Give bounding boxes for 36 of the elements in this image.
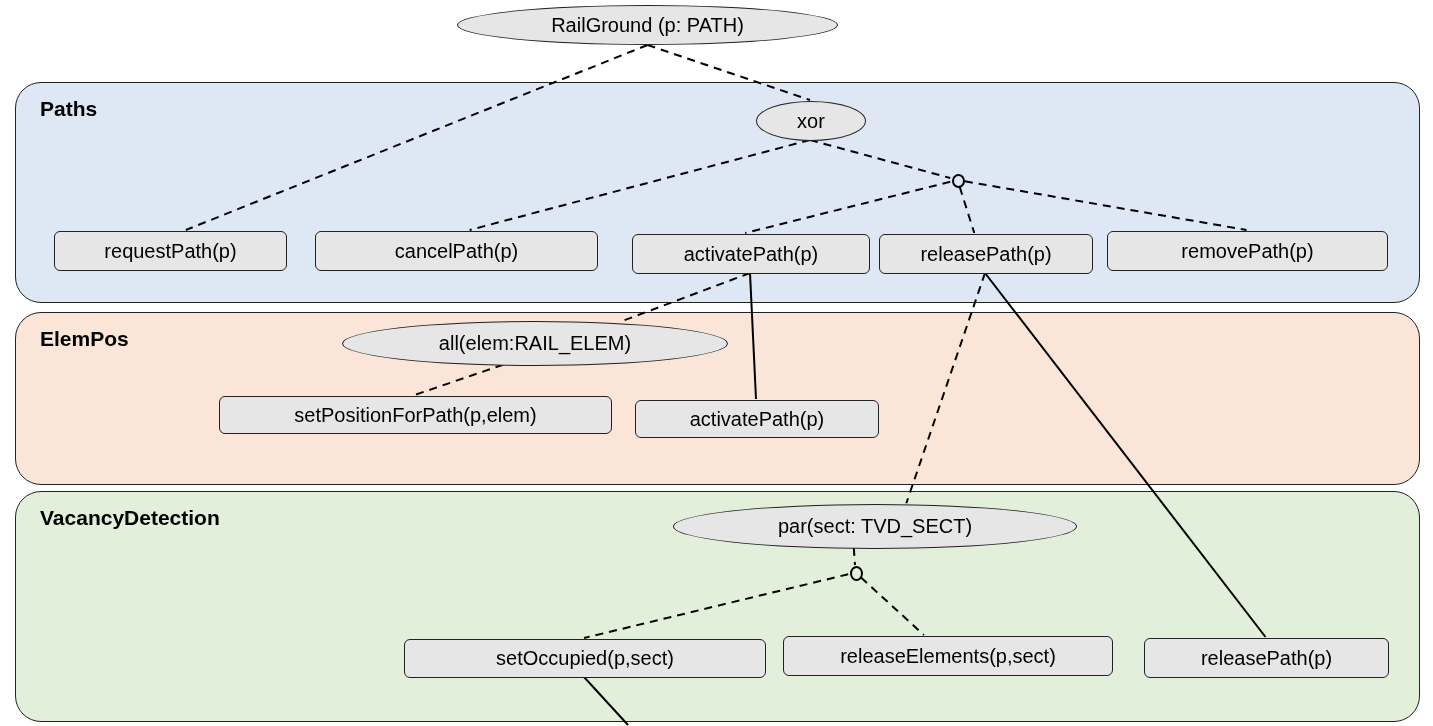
- panel-title: VacancyDetection: [40, 506, 220, 530]
- connector-line: [958, 186, 976, 234]
- action-box: releaseElements(p,sect): [783, 636, 1113, 676]
- action-box: activatePath(p): [635, 400, 879, 438]
- ellipse-node: all(elem:RAIL_ELEM): [342, 321, 728, 366]
- action-box: releasePath(p): [1144, 638, 1389, 678]
- connector-line: [744, 180, 952, 234]
- ellipse-node: xor: [756, 101, 866, 141]
- action-box: setPositionForPath(p,elem): [219, 396, 612, 434]
- connector-line: [852, 546, 856, 566]
- action-box: setOccupied(p,sect): [404, 639, 766, 678]
- junction-circle: [952, 174, 965, 188]
- panel-title: ElemPos: [40, 327, 129, 351]
- swimlane-panel: [15, 312, 1420, 485]
- connector-line: [583, 676, 629, 726]
- connector-line: [468, 139, 811, 231]
- action-box: activatePath(p): [632, 234, 870, 274]
- connector-line: [860, 576, 925, 636]
- action-box: requestPath(p): [54, 231, 287, 271]
- connector-line: [184, 44, 649, 231]
- connector-line: [963, 180, 1248, 231]
- connector-line: [646, 44, 811, 101]
- swimlane-panel: [15, 491, 1420, 722]
- action-box: releasePath(p): [879, 234, 1093, 274]
- ellipse-node: RailGround (p: PATH): [457, 5, 838, 45]
- connector-line: [809, 139, 952, 180]
- ellipse-node: par(sect: TVD_SECT): [673, 504, 1077, 549]
- action-box: removePath(p): [1107, 231, 1388, 271]
- connector-line: [583, 573, 850, 639]
- connector-line: [749, 272, 757, 400]
- panel-title: Paths: [40, 97, 98, 121]
- junction-circle: [850, 566, 863, 581]
- connector-line: [984, 272, 1267, 638]
- connector-line: [905, 272, 986, 505]
- swimlane-panel: [15, 82, 1420, 303]
- action-box: cancelPath(p): [315, 231, 598, 271]
